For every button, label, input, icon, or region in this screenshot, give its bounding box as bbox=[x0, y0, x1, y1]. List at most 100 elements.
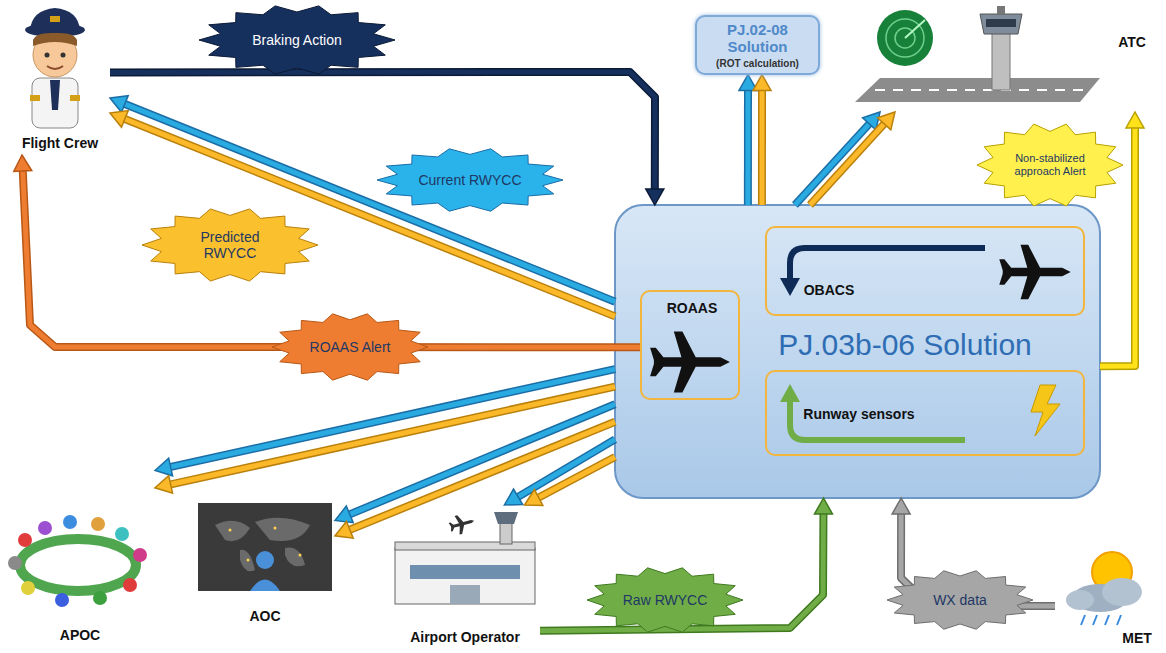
apoc-meeting-icon bbox=[93, 591, 107, 605]
actor-icon-label: AOC bbox=[195, 500, 335, 628]
actor-icon-label: Flight Crew bbox=[10, 5, 110, 155]
node-label: APOC bbox=[60, 627, 100, 643]
obacs-loop-arrow bbox=[790, 248, 985, 280]
starburst-shape bbox=[272, 314, 428, 380]
arrow-head bbox=[155, 476, 173, 494]
flow-arrow bbox=[123, 103, 615, 301]
aoc-screen-icon bbox=[215, 518, 310, 572]
aoc-screen-icon bbox=[274, 527, 277, 530]
pilot-icon bbox=[70, 95, 80, 101]
control-tower-icon bbox=[997, 6, 1005, 14]
flow-arrow bbox=[739, 75, 757, 206]
radar-icon bbox=[886, 19, 924, 57]
arrow-head bbox=[1126, 112, 1144, 128]
lightning-symbol bbox=[1031, 385, 1060, 436]
flow-arrow bbox=[759, 89, 764, 206]
airport-building-icon bbox=[450, 585, 480, 604]
apoc-meeting-icon bbox=[38, 521, 52, 535]
starburst-label: Predicted RWYCC bbox=[140, 206, 320, 284]
starburst-label: WX data bbox=[885, 568, 1035, 632]
node-label: AOC bbox=[249, 608, 280, 624]
flow-arrow bbox=[795, 112, 880, 205]
subtitle-text: (ROT calculation) bbox=[716, 58, 799, 69]
solution-box-fill bbox=[615, 205, 1100, 498]
node-label: PJ.03b-06 Solution bbox=[778, 328, 1032, 362]
airport-building-icon bbox=[447, 511, 476, 536]
starburst-label: Current RWYCC bbox=[375, 146, 565, 214]
node-label: Airport Operator bbox=[410, 629, 520, 645]
pilot-icon bbox=[30, 95, 40, 101]
aoc-screen-icon bbox=[250, 580, 280, 592]
apoc-meeting-icon bbox=[8, 515, 147, 607]
flow-arrow bbox=[810, 122, 886, 205]
arrow-head bbox=[110, 96, 128, 113]
node-label: OBACS bbox=[804, 282, 855, 298]
pilot-icon bbox=[33, 33, 77, 46]
runway bbox=[875, 89, 1085, 91]
arrow-head bbox=[525, 490, 543, 506]
flow-arrow bbox=[110, 111, 615, 317]
flow-arrow bbox=[348, 404, 615, 515]
actor-icon-label: APOC bbox=[5, 455, 155, 648]
flow-arrow bbox=[123, 118, 615, 316]
radar-icon bbox=[905, 20, 925, 38]
weather-icon bbox=[1102, 578, 1142, 606]
pilot-icon bbox=[45, 53, 50, 58]
starburst-label: ROAAS Alert bbox=[270, 311, 430, 383]
control-tower-icon bbox=[980, 6, 1022, 90]
pilot-icon bbox=[33, 33, 77, 77]
weather-icon bbox=[1066, 552, 1142, 625]
apoc-meeting-icon bbox=[55, 593, 69, 607]
runway bbox=[855, 78, 1100, 102]
lightning-symbol bbox=[1031, 385, 1060, 436]
flow-arrow bbox=[348, 422, 615, 531]
flow-arrow bbox=[504, 439, 615, 505]
flow-arrow bbox=[758, 89, 766, 206]
starburst-label: Raw RWYCC bbox=[585, 565, 745, 635]
flow-arrow bbox=[795, 122, 871, 205]
flow-arrow bbox=[110, 72, 664, 205]
flow-arrow bbox=[537, 457, 615, 498]
arrow-head bbox=[335, 506, 353, 523]
flow-arrow bbox=[123, 103, 615, 301]
flow-arrow bbox=[335, 422, 615, 538]
airport-building-icon bbox=[500, 522, 512, 544]
aoc-screen-icon bbox=[256, 551, 274, 569]
airplane-icon bbox=[650, 332, 730, 393]
arrow-head bbox=[14, 155, 32, 171]
sensor-arrow bbox=[780, 384, 800, 402]
aoc-screen-icon bbox=[229, 529, 232, 532]
arrow-head bbox=[814, 498, 832, 514]
flow-arrow bbox=[348, 404, 615, 515]
aoc-screen-icon bbox=[198, 503, 332, 591]
edge-label: ROAAS Alert bbox=[310, 339, 391, 355]
runway bbox=[855, 78, 1100, 102]
starburst-shape bbox=[142, 209, 318, 281]
actor-icon-label: ATC bbox=[855, 5, 1160, 112]
flow-arrow bbox=[123, 118, 615, 316]
starburst-label: Non-stabilized approach Alert bbox=[975, 121, 1125, 209]
flow-arrow bbox=[516, 439, 615, 497]
apoc-meeting-icon bbox=[133, 548, 147, 562]
airport-building-icon bbox=[395, 548, 535, 604]
sensor-arrow bbox=[790, 400, 965, 440]
radar-icon bbox=[877, 10, 933, 66]
edge-label: Raw RWYCC bbox=[623, 592, 708, 608]
apoc-meeting-icon bbox=[123, 578, 137, 592]
arrow-head bbox=[155, 458, 173, 476]
actor-icon-label: MET bbox=[1055, 540, 1160, 650]
apoc-meeting-icon bbox=[63, 515, 77, 529]
flow-arrow bbox=[753, 75, 771, 206]
arrow-head bbox=[335, 521, 353, 538]
apoc-meeting-icon bbox=[21, 581, 35, 595]
aoc-screen-icon bbox=[299, 554, 302, 557]
pilot-icon bbox=[61, 53, 66, 58]
pilot-icon bbox=[47, 66, 63, 69]
flow-arrow bbox=[525, 457, 616, 505]
component-box: ROAAS bbox=[640, 290, 740, 400]
arrow-head bbox=[504, 489, 522, 505]
pilot-icon bbox=[32, 78, 78, 128]
flow-arrow bbox=[516, 439, 615, 497]
sensor-arrow bbox=[780, 384, 965, 440]
